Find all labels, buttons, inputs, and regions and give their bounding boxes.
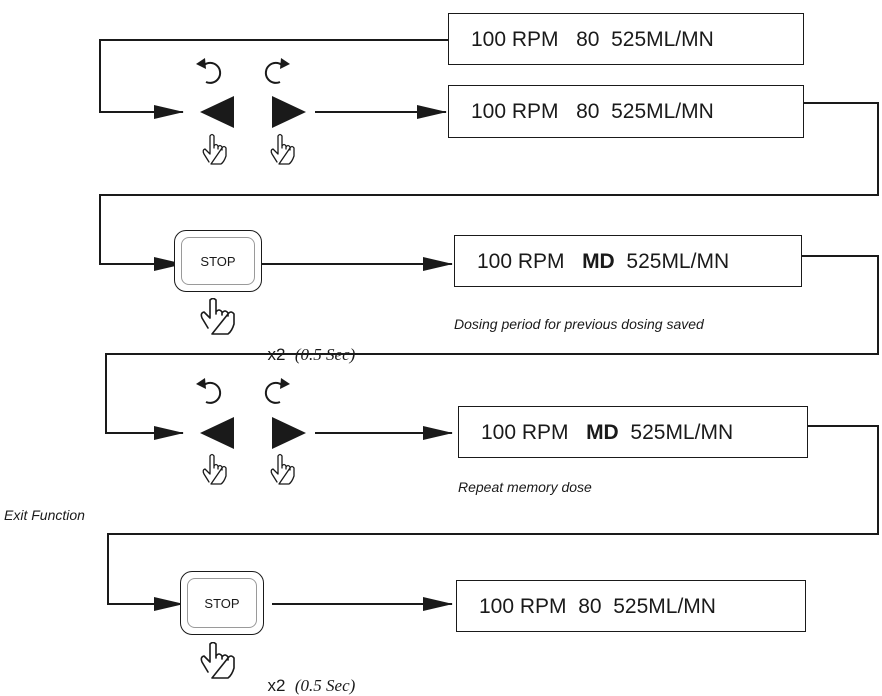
- pointing-hand-icon: [270, 453, 295, 485]
- left-triangle-icon[interactable]: [200, 417, 234, 449]
- connector-row3-to-row4: [107, 425, 879, 611]
- display-mode: 80: [576, 100, 600, 123]
- display-mode: 80: [578, 594, 602, 618]
- display-mode: 80: [576, 27, 600, 51]
- display-flow: 525ML/MN: [611, 100, 714, 123]
- right-triangle-icon[interactable]: [272, 96, 306, 128]
- press-duration: (0.5 Sec): [294, 345, 356, 364]
- display-mode: MD: [586, 420, 619, 444]
- display-rpm: 100 RPM: [471, 27, 559, 51]
- left-triangle-icon[interactable]: [200, 96, 234, 128]
- note-dosing-saved: Dosing period for previous dosing saved: [454, 316, 704, 332]
- press-count: x2: [267, 345, 286, 364]
- press-duration: (0.5 Sec): [294, 676, 356, 695]
- display-rpm: 100 RPM: [481, 420, 569, 444]
- stop-button-label: STOP: [181, 237, 255, 285]
- connector-top-to-row1: [99, 39, 448, 119]
- display-flow: 525ML/MN: [611, 27, 714, 51]
- lcd-display-4: 100 RPM MD 525ML/MN: [458, 406, 808, 458]
- lcd-display-3: 100 RPM MD 525ML/MN: [454, 235, 802, 287]
- pointing-hand-icon: [200, 642, 235, 679]
- display-rpm: 100 RPM: [477, 249, 565, 273]
- rotate-counterclockwise-icon: [196, 378, 222, 404]
- arrow-keys-group-2: [196, 378, 306, 485]
- display-rpm: 100 RPM: [471, 100, 559, 123]
- display-mode: MD: [582, 249, 615, 273]
- pointing-hand-icon: [270, 133, 295, 165]
- flow-connectors: [99, 39, 879, 611]
- press-count: x2: [267, 676, 286, 695]
- lcd-display-1: 100 RPM 80 525ML/MN: [448, 13, 804, 65]
- stop-button[interactable]: STOP: [180, 571, 264, 635]
- stop-button-label: STOP: [187, 578, 257, 628]
- display-flow: 525ML/MN: [626, 249, 730, 273]
- connector-row1-to-row2: [99, 102, 879, 271]
- stop-button[interactable]: STOP: [174, 230, 262, 292]
- press-instruction: x2 (0.5 Sec): [258, 656, 355, 696]
- lcd-display-2: 100 RPM 80 525ML/MN: [448, 85, 804, 138]
- arrow-keys-group-1: [196, 58, 306, 165]
- lcd-display-5: 100 RPM 80 525ML/MN: [456, 580, 806, 632]
- rotate-clockwise-icon: [264, 58, 290, 84]
- note-exit-function: Exit Function: [4, 507, 85, 523]
- right-triangle-icon[interactable]: [272, 417, 306, 449]
- press-instruction: x2 (0.5 Sec): [258, 325, 355, 365]
- note-repeat-dose: Repeat memory dose: [458, 479, 592, 495]
- connector-row2-to-row3: [105, 255, 879, 440]
- rotate-counterclockwise-icon: [196, 58, 222, 84]
- display-flow: 525ML/MN: [630, 420, 734, 444]
- display-rpm: 100 RPM: [479, 594, 567, 618]
- display-flow: 525ML/MN: [613, 594, 716, 618]
- rotate-clockwise-icon: [264, 378, 290, 404]
- pointing-hand-icon: [202, 133, 227, 165]
- pointing-hand-icon: [200, 298, 235, 335]
- pointing-hand-icon: [202, 453, 227, 485]
